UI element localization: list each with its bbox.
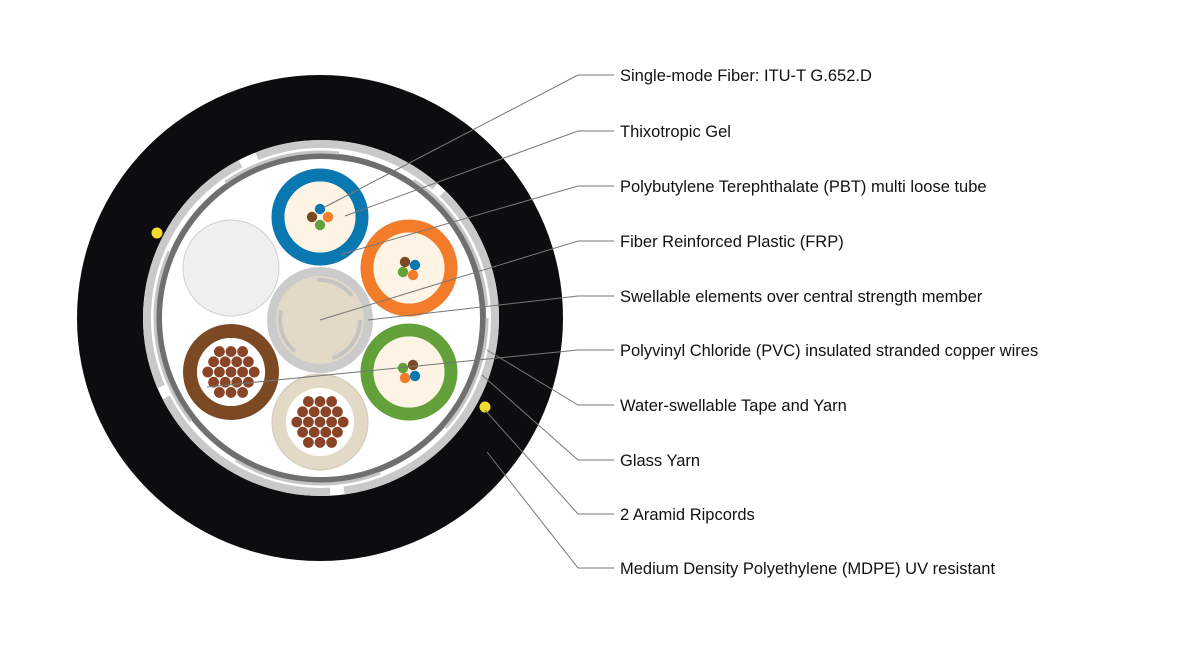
- copper-strand: [337, 416, 349, 428]
- component-label: 2 Aramid Ripcords: [620, 506, 755, 524]
- fiber-orange: [399, 372, 411, 384]
- fiber-blue: [409, 259, 421, 271]
- leader-line: [341, 185, 614, 255]
- fiber-green: [397, 362, 409, 374]
- leader-line: [322, 74, 614, 209]
- copper-strand: [214, 346, 225, 357]
- copper-strand: [225, 366, 237, 378]
- copper-strand: [237, 387, 249, 398]
- pbt-loose-tube-green: [360, 323, 458, 421]
- leader-line: [486, 349, 614, 406]
- fiber-orange: [407, 269, 419, 281]
- leader-line: [367, 295, 614, 321]
- component-label: Polybutylene Terephthalate (PBT) multi l…: [620, 178, 987, 196]
- copper-strand: [308, 406, 320, 418]
- component-label: Fiber Reinforced Plastic (FRP): [620, 233, 844, 251]
- copper-strand: [208, 376, 220, 388]
- copper-strand: [303, 416, 314, 428]
- water-swellable-tape-ring: [156, 153, 486, 483]
- copper-strand: [219, 356, 231, 368]
- thixotropic-gel: [373, 336, 445, 408]
- leader-line: [206, 349, 614, 388]
- leader-line: [481, 374, 614, 461]
- water-swellable-yarn-ring: [153, 150, 489, 486]
- copper-strand: [237, 366, 249, 378]
- fiber-green: [314, 219, 326, 231]
- copper-strand: [237, 346, 249, 357]
- copper-strand: [326, 416, 337, 428]
- aramid-ripcord-1: [151, 227, 163, 239]
- component-label: Polyvinyl Chloride (PVC) insulated stran…: [620, 342, 1038, 360]
- leader-line: [486, 451, 614, 569]
- pbt-loose-tube-orange: [360, 219, 458, 317]
- copper-strand: [303, 437, 314, 448]
- pvc-insulated-copper-brown: [183, 324, 279, 420]
- component-label: Swellable elements over central strength…: [620, 288, 983, 306]
- copper-strand: [326, 396, 337, 407]
- aramid-ripcord-2: [479, 401, 491, 413]
- fiber-brown: [407, 359, 419, 371]
- leader-line: [319, 240, 614, 321]
- fiber-orange: [322, 211, 334, 223]
- pbt-loose-tube-blue: [271, 168, 369, 266]
- filler-rod: [182, 219, 280, 317]
- copper-strand: [202, 366, 214, 378]
- copper-strand: [231, 356, 243, 368]
- copper-strand: [214, 366, 225, 378]
- copper-strand: [214, 387, 225, 398]
- copper-strand: [231, 376, 243, 388]
- copper-strand: [225, 346, 237, 357]
- copper-strand: [248, 366, 260, 378]
- fiber-blue: [409, 370, 421, 382]
- copper-strand: [314, 416, 326, 428]
- leader-line: [484, 409, 614, 515]
- glass-yarn-ring: [143, 140, 499, 496]
- component-label: Single-mode Fiber: ITU-T G.652.D: [620, 67, 872, 85]
- leader-line: [344, 130, 614, 217]
- copper-strand: [303, 396, 314, 407]
- copper-strand: [208, 356, 220, 368]
- component-label: Glass Yarn: [620, 452, 700, 470]
- copper-strand: [320, 406, 332, 418]
- component-label: Thixotropic Gel: [620, 123, 731, 141]
- copper-strand: [297, 426, 308, 438]
- component-label: Medium Density Polyethylene (MDPE) UV re…: [620, 560, 995, 578]
- copper-strand: [326, 437, 337, 448]
- copper-strand: [314, 437, 326, 448]
- copper-strand: [291, 416, 303, 428]
- fiber-blue: [314, 203, 326, 215]
- copper-strand: [332, 426, 343, 438]
- pvc-insulated-copper-beige: [271, 373, 369, 471]
- copper-strand: [225, 387, 237, 398]
- thixotropic-gel: [373, 232, 445, 304]
- copper-strand: [297, 406, 308, 418]
- copper-strand: [320, 426, 332, 438]
- copper-strand: [314, 396, 326, 407]
- fiber-green: [397, 266, 409, 278]
- swellable-element-arcs: [278, 278, 362, 362]
- copper-strand: [243, 376, 254, 388]
- copper-strand: [308, 426, 320, 438]
- copper-strand: [243, 356, 254, 368]
- fiber-brown: [306, 211, 318, 223]
- thixotropic-gel: [284, 181, 356, 253]
- copper-strand: [332, 406, 343, 418]
- component-label: Water-swellable Tape and Yarn: [620, 397, 847, 415]
- fiber-brown: [399, 256, 411, 268]
